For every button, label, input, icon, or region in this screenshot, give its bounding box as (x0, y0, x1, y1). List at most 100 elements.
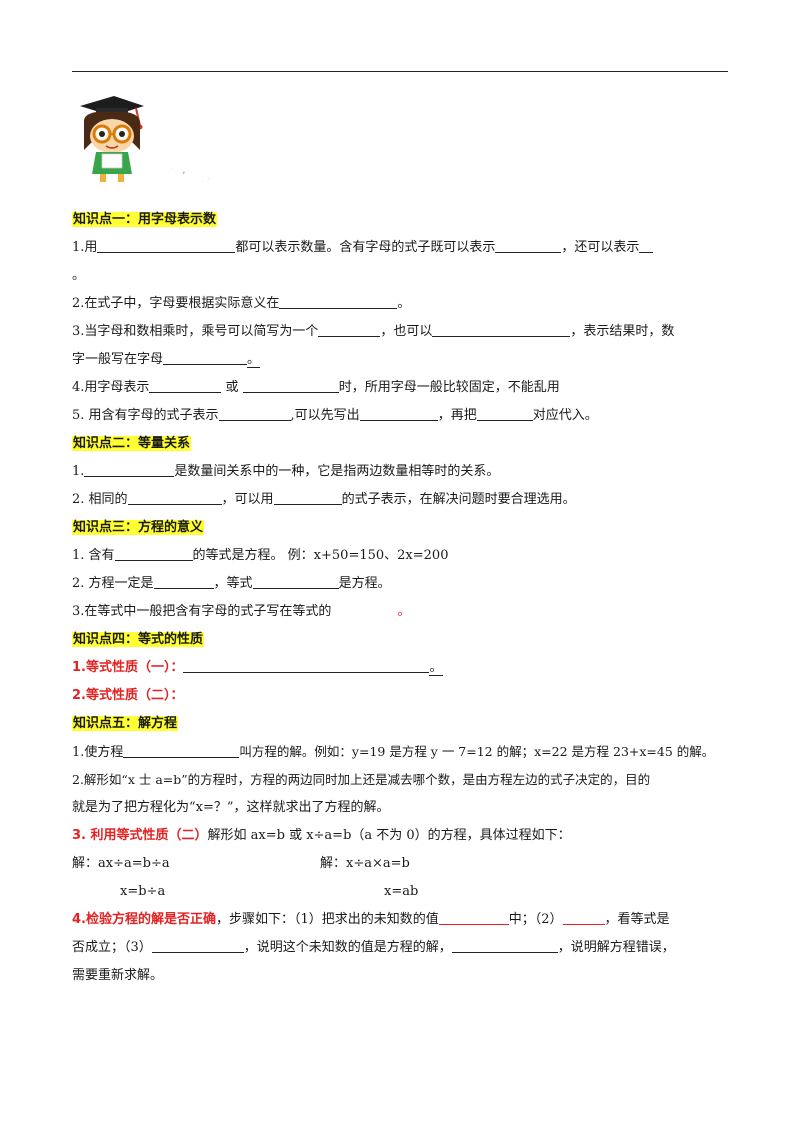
text: 3.当字母和数相乘时，乘号可以简写为一个 (72, 324, 319, 339)
text: ，说明解方程错误， (557, 940, 675, 955)
fill-blank[interactable] (476, 406, 533, 421)
text: 都可以表示数量。含有字母的式子既可以表示 (235, 240, 496, 255)
text: 就是为了把方程化为“x=？”，这样就求出了方程的解。 (72, 800, 390, 815)
section-heading: 知识点四：等式的性质 (72, 632, 205, 647)
text: 中；（2） (508, 912, 563, 927)
s1-line-1: 1.用都可以表示数量。含有字母的式子既可以表示，还可以表示 (72, 234, 732, 262)
text: 1.等式性质（一）： (72, 660, 184, 675)
text: 1. 含有 (72, 548, 115, 563)
text: 1. (72, 464, 85, 479)
section-heading: 知识点一：用字母表示数 (72, 212, 218, 227)
fill-blank[interactable] (359, 406, 438, 421)
header-rule (72, 71, 728, 72)
fill-blank[interactable] (318, 322, 381, 337)
text: 。 (429, 660, 443, 676)
s5-line-2-cont: 就是为了把方程化为“x=？”，这样就求出了方程的解。 (72, 794, 732, 822)
text: 的等式是方程。 例：x+50=150、2x=200 (192, 548, 449, 563)
text: 。 (247, 352, 261, 368)
text: 3. 利用等式性质（二） (72, 828, 208, 843)
text: 解形如 ax=b 或 x÷a=b（a 不为 0）的方程，具体过程如下： (207, 828, 571, 843)
s1-line-4: 4.用字母表示 或 时，所用字母一般比较固定，不能乱用 (72, 374, 732, 402)
fill-blank[interactable] (432, 322, 571, 337)
text: ，还可以表示 (561, 240, 640, 255)
fill-blank[interactable] (97, 238, 236, 253)
text: 4.检验方程的解是否正确 (72, 912, 216, 927)
text: 2.解形如“x 士 a=b”的方程时，方程的两边同时加上还是减去哪个数，是由方程… (72, 772, 651, 787)
text: ，表示结果时，数 (570, 324, 675, 339)
fill-blank[interactable] (639, 238, 654, 253)
document-body: 知识点一：用字母表示数 1.用都可以表示数量。含有字母的式子既可以表示，还可以表… (72, 206, 732, 990)
text: x=b÷a (120, 884, 166, 899)
section-heading-3: 知识点三：方程的意义 (72, 514, 732, 542)
fill-blank[interactable] (114, 546, 193, 561)
fill-blank[interactable] (127, 490, 222, 505)
fill-blank[interactable] (149, 378, 222, 393)
fill-blank[interactable] (252, 574, 339, 589)
text: 4.用字母表示 (72, 380, 150, 395)
text: 是方程。 (338, 576, 391, 591)
fill-blank[interactable] (183, 658, 430, 673)
text: ，看等式是 (604, 912, 670, 927)
section-heading: 知识点二：等量关系 (72, 436, 192, 451)
fill-blank[interactable] (242, 378, 339, 393)
fill-blank[interactable] (438, 910, 509, 925)
section-heading-5: 知识点五：解方程 (72, 710, 732, 738)
fill-blank[interactable] (279, 294, 398, 309)
fill-blank[interactable] (451, 938, 558, 953)
s3-line-2: 2. 方程一定是 ，等式 是方程。 (72, 570, 732, 598)
s2-line-2: 2. 相同的 ，可以用 的式子表示，在解决问题时要合理选用。 (72, 486, 732, 514)
section-heading: 知识点三：方程的意义 (72, 520, 205, 535)
s5-line-1: 1.使方程 叫方程的解。例如：y=19 是方程 y 一 7=12 的解；x=22 … (72, 738, 732, 766)
text: 2. 方程一定是 (72, 576, 154, 591)
text: 字一般写在字母 (72, 352, 164, 367)
s5-solution-row-1: 解：ax÷a=b÷a 解：x÷a×a=b (72, 850, 732, 878)
text: ，再把 (437, 408, 477, 423)
fill-blank[interactable] (123, 743, 240, 758)
text: x=ab (384, 884, 419, 899)
text: 1.使方程 (72, 745, 124, 760)
s5-line-3: 3. 利用等式性质（二）解形如 ax=b 或 x÷a=b（a 不为 0）的方程，… (72, 822, 732, 850)
text: 3.在等式中一般把含有字母的式子写在等式的 (72, 604, 332, 619)
fill-blank[interactable] (84, 462, 175, 477)
text: 2.在式子中，字母要根据实际意义在 (72, 296, 280, 311)
text: 否成立；（3） (72, 940, 152, 955)
text: 叫方程的解。例如：y=19 是方程 y 一 7=12 的解；x=22 是方程 2… (239, 744, 715, 759)
text: ，可以用 (221, 492, 274, 507)
text: 的式子表示，在解决问题时要合理选用。 (341, 492, 576, 507)
text: 2. 相同的 (72, 492, 128, 507)
s1-line-5: 5. 用含有字母的式子表示,可以先写出，再把对应代入。 (72, 402, 732, 430)
section-heading-4: 知识点四：等式的性质 (72, 626, 732, 654)
text: 对应代入。 (532, 408, 598, 423)
text: 。 (72, 268, 86, 283)
s4-line-1: 1.等式性质（一）： 。 (72, 654, 732, 682)
fill-blank[interactable] (151, 938, 244, 953)
fill-blank[interactable] (495, 238, 562, 253)
s5-solution-row-2: x=b÷a x=ab (72, 878, 732, 906)
s2-line-1: 1. 是数量间关系中的一种，它是指两边数量相等时的关系。 (72, 458, 732, 486)
fill-blank[interactable] (153, 574, 214, 589)
text: 。 (397, 604, 411, 619)
fill-blank[interactable] (163, 350, 248, 365)
text: ，步骤如下：（1）把求出的未知数的值 (215, 912, 439, 927)
text: 解：x÷a×a=b (320, 856, 410, 871)
s5-line-2: 2.解形如“x 士 a=b”的方程时，方程的两边同时加上还是减去哪个数，是由方程… (72, 766, 732, 794)
mascot-logo: 考点梳理 (80, 96, 215, 186)
text: ，等式 (213, 576, 253, 591)
text: 需要重新求解。 (72, 968, 164, 983)
fill-blank[interactable] (562, 910, 605, 925)
text: ,可以先写出 (290, 408, 360, 423)
s4-line-2: 2.等式性质（二）： (72, 682, 732, 710)
s3-line-1: 1. 含有 的等式是方程。 例：x+50=150、2x=200 (72, 542, 732, 570)
text: 或 (225, 380, 239, 395)
text: 是数量间关系中的一种，它是指两边数量相等时的关系。 (174, 464, 500, 479)
s1-line-3-cont: 字一般写在字母 。 (72, 346, 732, 374)
text: 2.等式性质（二）： (72, 688, 184, 703)
section-heading-1: 知识点一：用字母表示数 (72, 206, 732, 234)
fill-blank[interactable] (273, 490, 342, 505)
s5-line-4: 4.检验方程的解是否正确，步骤如下：（1）把求出的未知数的值 中；（2） ，看等式是 (72, 906, 732, 934)
s1-line-2: 2.在式子中，字母要根据实际意义在。 (72, 290, 732, 318)
text: ，也可以 (380, 324, 433, 339)
text: 解：ax÷a=b÷a (72, 856, 170, 871)
fill-blank[interactable] (218, 406, 291, 421)
s1-line-1-cont: 。 (72, 262, 732, 290)
